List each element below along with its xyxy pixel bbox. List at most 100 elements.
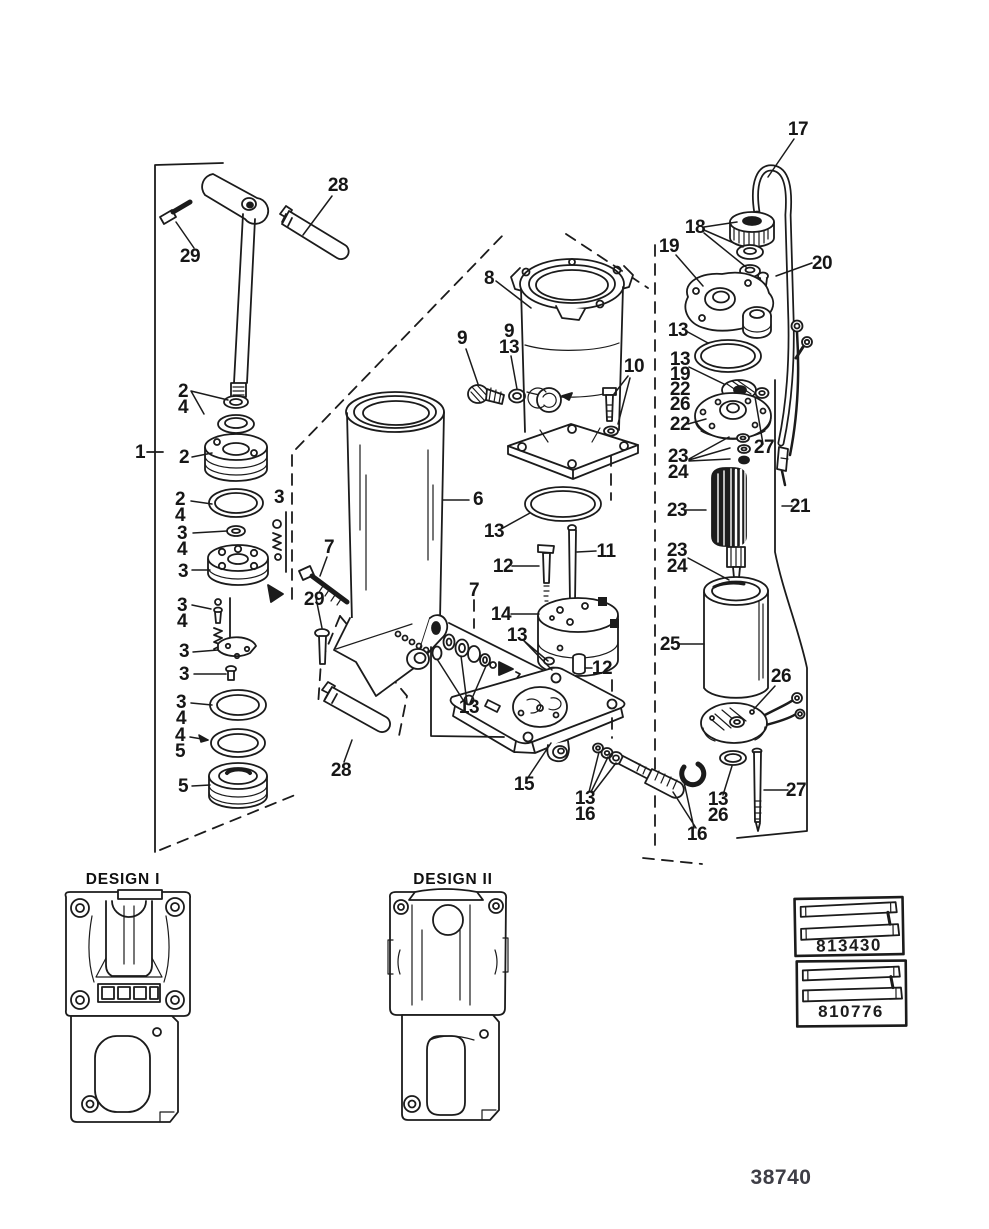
callout-20: 20 [812, 253, 832, 274]
o-ring [719, 750, 747, 766]
handle-pin [281, 210, 350, 261]
manifold-opening [94, 1035, 151, 1113]
callout-21: 21 [790, 496, 811, 517]
o-ring [694, 339, 762, 373]
callout-10: 10 [624, 356, 644, 377]
drawing-number: 38740 [751, 1166, 812, 1189]
item21-bracket [736, 379, 808, 839]
callout-15: 15 [514, 774, 535, 795]
callout-27-lower: 27 [786, 780, 806, 801]
ring-terminal [801, 336, 813, 348]
callout-6: 6 [473, 489, 483, 510]
flow-arrow [498, 661, 514, 676]
callout-17: 17 [788, 119, 808, 140]
pump-rod [233, 213, 256, 384]
callout-13-seals: 13 [459, 697, 479, 718]
callout-7-left: 7 [324, 537, 334, 558]
armature-end-parts [694, 339, 772, 440]
mount-pin [323, 686, 391, 733]
ring-terminal [794, 708, 806, 720]
callout-12-bolt: 12 [493, 556, 513, 577]
callout-29-bottom: 29 [304, 589, 324, 610]
through-bolt-27 [751, 747, 763, 832]
callout-28-top: 28 [328, 175, 348, 196]
fill-tube-17 [752, 164, 813, 487]
splined-coupler [644, 768, 685, 799]
callout-26: 26 [771, 666, 791, 687]
callout-3-b: 3 [179, 641, 189, 662]
dowel-pin [484, 699, 501, 713]
fill-plug-and-bolt [467, 384, 619, 437]
manifold-opening [426, 1035, 466, 1116]
callout-3-c: 3 [179, 664, 189, 685]
callout-18: 18 [685, 217, 705, 238]
reservoir-cap-18 [729, 211, 775, 278]
flow-arrow [267, 584, 284, 603]
callout-5: 5 [178, 776, 189, 797]
armature-23 [711, 433, 759, 589]
callout-1: 1 [135, 442, 146, 463]
bullet-terminal [776, 446, 789, 472]
callout-28-bottom: 28 [331, 760, 351, 781]
callout-11: 11 [596, 541, 616, 562]
brush-plate-26 [700, 692, 806, 766]
piston-seal-stack [204, 395, 287, 809]
pump-handle-assembly [159, 173, 350, 398]
pump-port [536, 387, 562, 413]
motor-lead-wire [788, 330, 800, 457]
callout-14: 14 [491, 604, 512, 625]
callout-27-upper: 27 [754, 437, 774, 458]
callout-29-top: 29 [180, 246, 200, 267]
callout-2: 2 [179, 447, 189, 468]
callout-13-small: 13 [507, 625, 527, 646]
motor-housing [507, 258, 639, 480]
callout-3-a: 3 [178, 561, 188, 582]
callout-19: 19 [659, 236, 679, 257]
cylinder-mount-hardware [298, 565, 391, 733]
leader-lines [175, 138, 813, 829]
design-2-manifold-view [387, 888, 509, 1121]
callout-8: 8 [484, 268, 494, 289]
design-2-label: DESIGN II [413, 871, 493, 888]
check-spring [272, 532, 282, 551]
part-box-813430 [793, 895, 905, 958]
handle-tube [201, 173, 270, 225]
ring-terminal [791, 692, 803, 704]
ring-terminal [790, 319, 804, 333]
group-boundary-dashes [159, 232, 703, 865]
o-ring [524, 486, 602, 522]
motor-end-cap-19 [684, 271, 775, 339]
pump-body-14 [537, 615, 619, 677]
part-box-810776 [795, 959, 908, 1028]
trim-cylinder [333, 391, 449, 697]
design-1-label: DESIGN I [86, 871, 160, 888]
callout-7-center: 7 [469, 580, 479, 601]
pump-rod-11 [568, 529, 577, 604]
pump-adapter-parts [524, 486, 619, 677]
part-number-810776: 810776 [818, 1002, 884, 1021]
callout-23: 23 [667, 500, 687, 521]
motor-frame-25 [703, 576, 769, 699]
callout-13-right: 13 [668, 320, 688, 341]
o-ring [210, 728, 266, 758]
manifold-15 [449, 666, 626, 763]
callout-25: 25 [660, 634, 681, 655]
part-number-813430: 813430 [816, 935, 882, 955]
callout-12-small: 12 [592, 658, 612, 679]
callout-9-left: 9 [457, 328, 467, 349]
